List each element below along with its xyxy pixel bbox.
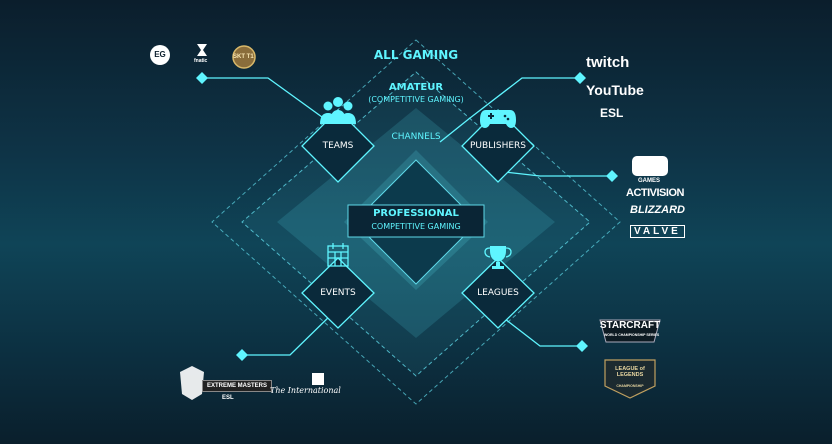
iem-esl-text: ESL: [222, 395, 234, 401]
professional-band: [347, 204, 485, 238]
blizzard-logo: BLIZZARD: [630, 204, 685, 216]
intel-extreme-masters-logo: EXTREME MASTERS: [202, 380, 273, 392]
fnatic-logo-text: fnatic: [194, 58, 208, 64]
skt-logo-text: SKT T1: [233, 54, 254, 60]
all-gaming-label: ALL GAMING: [373, 48, 459, 62]
teams-node: [301, 109, 375, 183]
channels-marker: [574, 72, 586, 84]
publishers-node: [461, 109, 535, 183]
lol-championship-text: CHAMPIONSHIP: [616, 384, 644, 388]
starcraft-logo: STARCRAFT: [599, 320, 661, 331]
publishers-connector: [504, 171, 612, 177]
amateur-sublabel: (COMPETITIVE GAMING): [368, 95, 464, 104]
trophy-icon: [484, 246, 512, 269]
all-gaming-diamond: [211, 39, 621, 405]
leagues-node-label: LEAGUES: [477, 288, 519, 298]
professional-label: PROFESSIONAL: [373, 208, 459, 219]
professional-sublabel: COMPETITIVE GAMING: [371, 222, 461, 231]
events-connector: [242, 311, 335, 356]
riot-games-text: GAMES: [638, 178, 661, 184]
starcraft-badge: [599, 319, 661, 343]
events-marker: [236, 349, 248, 361]
leagues-node: [461, 257, 535, 329]
dota-logo: [312, 373, 324, 385]
channels-label: CHANNELS: [391, 132, 441, 142]
eg-logo-text: EG: [154, 50, 166, 59]
teams-connector: [202, 77, 341, 131]
activision-logo: ACTIVISION: [626, 187, 684, 199]
channels-connector: [439, 77, 580, 143]
skt-logo: [232, 45, 256, 69]
valve-logo: VALVE: [630, 225, 685, 238]
twitch-logo: twitch: [586, 54, 630, 71]
youtube-logo: YouTube: [586, 82, 644, 98]
eg-logo: [150, 45, 170, 65]
teams-marker: [196, 72, 208, 84]
teams-node-label: TEAMS: [322, 141, 354, 151]
worlds-logo: [180, 366, 204, 400]
events-node: [301, 257, 375, 329]
events-node-label: EVENTS: [320, 288, 356, 298]
leagues-connector: [495, 311, 582, 347]
wcs-logo: WORLD CHAMPIONSHIP SERIES: [604, 333, 660, 337]
publishers-marker: [606, 170, 618, 182]
riot-logo: [632, 156, 668, 176]
esl-logo: ESL: [600, 106, 624, 120]
league-of-legends-logo: LEAGUE of LEGENDS: [615, 366, 645, 379]
gamepad-icon: [480, 110, 516, 128]
people-group-icon: [320, 97, 356, 124]
publishers-node-label: PUBLISHERS: [470, 141, 526, 151]
the-international-logo: The International: [270, 386, 341, 395]
lol-badge: [604, 359, 656, 399]
leagues-marker: [576, 340, 588, 352]
fnatic-logo: [197, 44, 207, 56]
amateur-label: AMATEUR: [388, 82, 444, 93]
calendar-icon: [327, 243, 349, 267]
